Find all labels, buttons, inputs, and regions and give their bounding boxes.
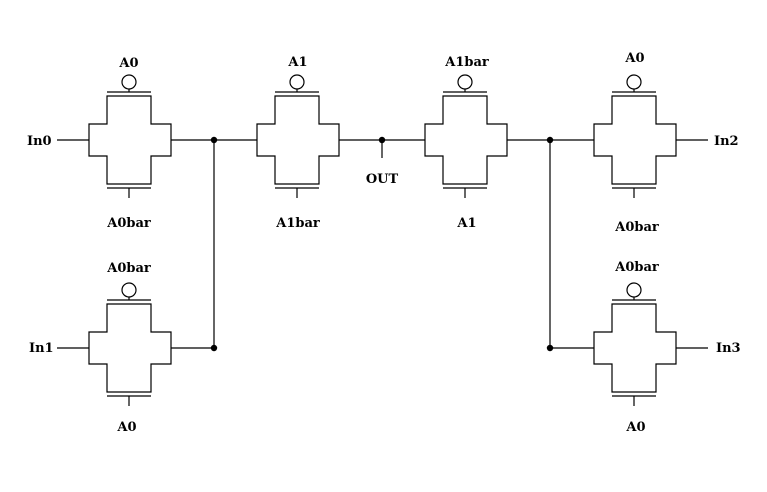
gate-2-top-label: A0bar: [106, 261, 151, 276]
gate-1-top-label: A0: [118, 56, 138, 71]
gate-3-top-label: A1: [287, 55, 307, 70]
input-label-in3: In3: [716, 341, 741, 356]
transmission-gate-6: [593, 282, 677, 407]
transmission-gate-2: [88, 282, 172, 407]
input-label-in2: In2: [714, 134, 739, 149]
junction-dot: [546, 344, 554, 352]
output-label: OUT: [366, 172, 399, 187]
gate-2-bottom-label: A0: [116, 420, 136, 435]
input-label-in0: In0: [27, 134, 52, 149]
gate-5-top-label: A0: [624, 51, 644, 66]
transmission-gate-4: [424, 74, 508, 199]
transmission-gate-3: [256, 74, 340, 199]
input-label-in1: In1: [29, 341, 54, 356]
transmission-gate-1: [88, 74, 172, 199]
gate-4-top-label: A1bar: [444, 55, 489, 70]
gate-4-bottom-label: A1: [456, 216, 476, 231]
junction-dot: [546, 136, 554, 144]
gate-1-bottom-label: A0bar: [106, 216, 151, 231]
junction-dot: [210, 136, 218, 144]
gate-3-bottom-label: A1bar: [275, 216, 320, 231]
gate-5-bottom-label: A0bar: [614, 220, 659, 235]
junction-dot: [210, 344, 218, 352]
transmission-gate-5: [593, 74, 677, 199]
junction-dot: [378, 136, 386, 144]
gate-6-top-label: A0bar: [614, 260, 659, 275]
gate-6-bottom-label: A0: [625, 420, 645, 435]
